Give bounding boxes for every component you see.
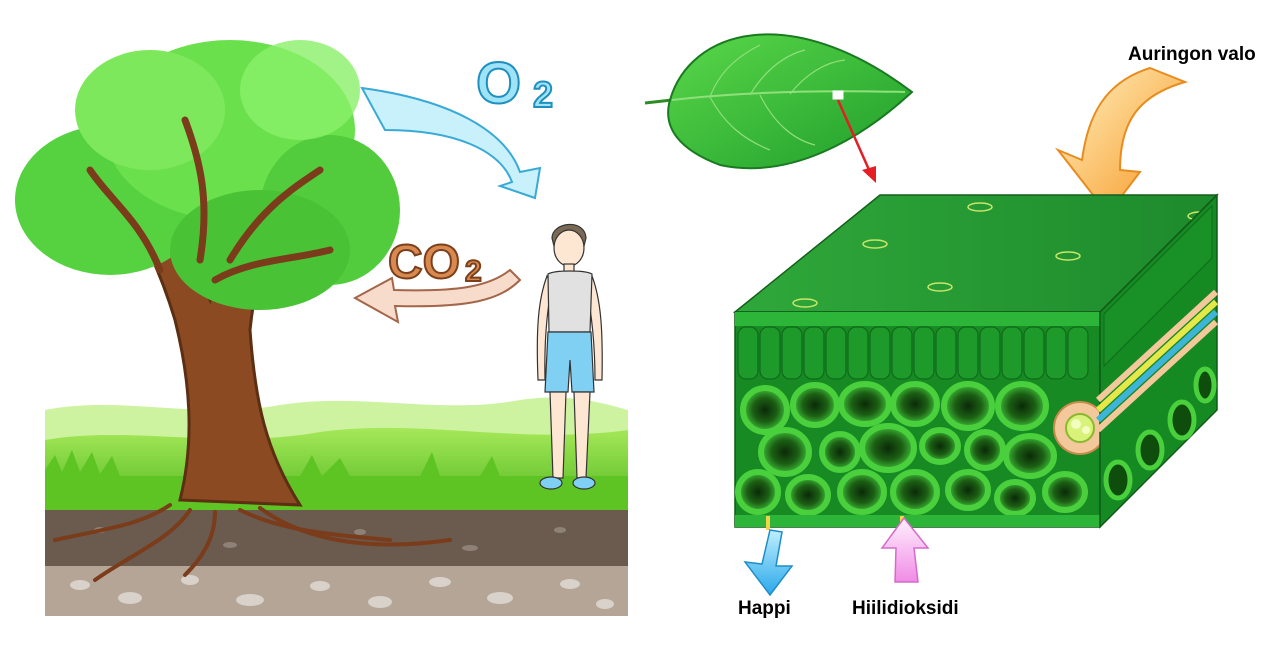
tree-roots	[53, 503, 452, 582]
person-shoe-right	[572, 476, 596, 490]
lower-epidermis	[735, 515, 1100, 527]
person-leg-left	[549, 391, 567, 479]
person-head	[553, 229, 585, 267]
spongy-layer	[735, 381, 1088, 517]
side-spongy	[1103, 366, 1217, 501]
o2-arrow	[360, 86, 542, 200]
leaf-midrib	[671, 90, 906, 101]
side-palisade	[1103, 204, 1213, 368]
leaf-cross-section	[732, 193, 1219, 530]
leaf	[644, 33, 914, 170]
oxygen-out-arrow	[743, 529, 794, 597]
co2-in-arrow	[880, 516, 930, 583]
tree-canopy	[15, 40, 400, 310]
upper-epidermis	[735, 312, 1100, 326]
sunlight-arrow	[1054, 66, 1189, 216]
tree	[15, 40, 452, 582]
o2-base: O	[476, 51, 521, 116]
carbon-dioxide-label: Hiilidioksidi	[852, 598, 959, 619]
oxygen-label: Happi	[738, 598, 791, 619]
person-tank-top	[547, 270, 593, 333]
leaf-blade	[667, 33, 914, 170]
co2-base: CO	[388, 236, 460, 289]
co2-arrow	[352, 268, 522, 324]
person-shorts	[544, 331, 595, 393]
side-vein	[1095, 289, 1219, 433]
co2-subscript: 2	[465, 255, 482, 288]
co2-formula: CO 2	[387, 235, 483, 290]
o2-subscript: 2	[533, 74, 553, 115]
tree-branches	[86, 116, 334, 284]
o2-formula: O 2	[475, 50, 554, 117]
palisade-layer	[737, 326, 1089, 380]
vascular-bundle	[1053, 401, 1107, 455]
sunlight-label: Auringon valo	[1128, 44, 1256, 65]
subsoil-layer	[45, 566, 628, 616]
zoom-arrow	[836, 99, 876, 183]
ground	[45, 397, 628, 616]
pebbles	[70, 575, 614, 609]
leaf-zoom-marker	[832, 90, 844, 100]
person-shoe-left	[539, 476, 563, 490]
person	[536, 223, 603, 490]
